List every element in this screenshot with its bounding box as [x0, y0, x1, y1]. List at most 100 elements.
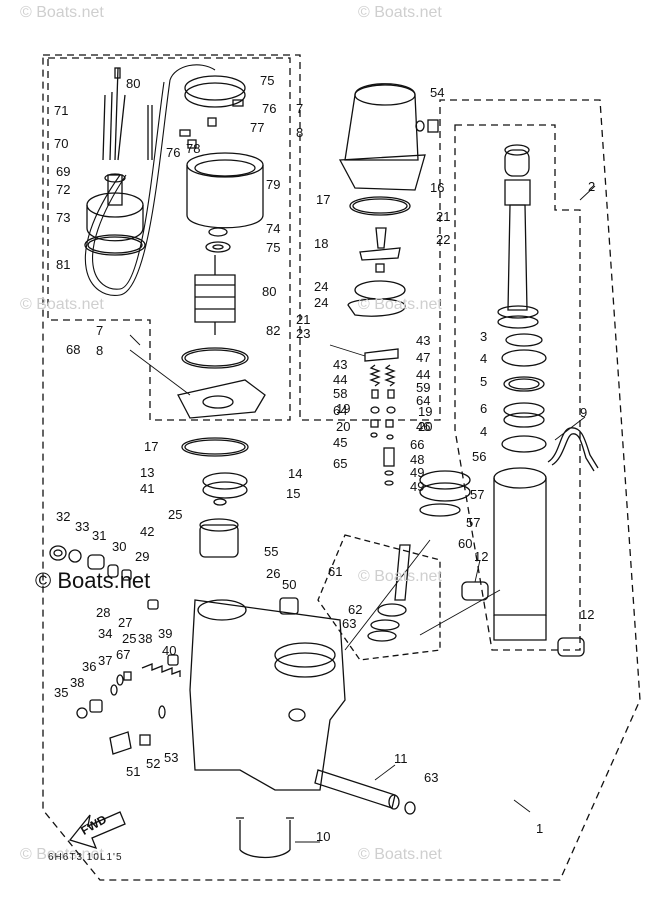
callout: 61: [328, 564, 343, 579]
callout: 26: [266, 566, 281, 581]
callout: 9: [580, 405, 588, 420]
callout: 11: [394, 751, 408, 766]
callout: 76: [166, 145, 181, 160]
callout: 5: [480, 374, 488, 389]
callout: 27: [118, 615, 133, 630]
callout: 57: [470, 487, 485, 502]
fwd-arrow: [68, 811, 126, 850]
callout: 43: [333, 357, 348, 372]
callout: 82: [266, 323, 281, 338]
callout: 72: [56, 182, 71, 197]
callout: 58: [333, 386, 348, 401]
callout: 18: [314, 236, 329, 251]
callout: 33: [75, 519, 90, 534]
callout: 77: [250, 120, 265, 135]
callout: 29: [135, 549, 150, 564]
callout: 41: [140, 481, 155, 496]
main-housing: [189, 599, 346, 791]
callout: 43: [416, 333, 431, 348]
callout: 24: [314, 279, 329, 294]
callout: 40: [162, 643, 177, 658]
motor-subassembly-boundary: [47, 57, 291, 421]
valve-springs: [369, 364, 396, 486]
callout: 32: [56, 509, 71, 524]
callout: 34: [98, 626, 113, 641]
callout: 6: [480, 401, 488, 416]
callout: 52: [146, 756, 161, 771]
callout: 13: [140, 465, 155, 480]
callout: 63: [424, 770, 439, 785]
wire-harness: [102, 67, 126, 161]
callout: 50: [282, 577, 297, 592]
callout: 30: [112, 539, 127, 554]
callout: 8: [296, 125, 304, 140]
callout: 12: [580, 607, 595, 622]
callout: 57: [466, 515, 481, 530]
watermark-bold: © Boats.net: [35, 568, 151, 593]
callout: 80: [262, 284, 277, 299]
callout: 2: [588, 179, 596, 194]
callout: 64: [416, 393, 431, 408]
callout: 16: [430, 180, 445, 195]
leader-lines: [129, 185, 596, 843]
callout: 46: [416, 419, 431, 434]
callout: 68: [66, 342, 81, 357]
callout: 28: [96, 605, 111, 620]
callout: 35: [54, 685, 69, 700]
watermark: © Boats.net: [20, 4, 104, 21]
callout: 47: [416, 350, 431, 365]
callout: 81: [56, 257, 71, 272]
callout: 60: [458, 536, 473, 551]
callout: 69: [56, 164, 71, 179]
callout: 36: [82, 659, 97, 674]
callout: 66: [410, 437, 425, 452]
callout: 53: [164, 750, 179, 765]
callout: 37: [98, 653, 113, 668]
callout: 17: [144, 439, 159, 454]
callout: 38: [70, 675, 85, 690]
callout: 59: [416, 380, 431, 395]
callout: 75: [260, 73, 275, 88]
callout: 51: [126, 764, 141, 779]
callout: 7: [96, 323, 104, 338]
watermark: © Boats.net: [358, 568, 442, 585]
callout: 31: [92, 528, 107, 543]
callout: 38: [138, 631, 153, 646]
watermark: © Boats.net: [358, 296, 442, 313]
callout: 20: [336, 419, 351, 434]
callout: 1: [536, 821, 544, 836]
callout: 49: [410, 479, 425, 494]
valve-boundary: [317, 534, 441, 661]
callout: 8: [96, 343, 104, 358]
callout: 62: [348, 602, 363, 617]
watermark: © Boats.net: [358, 846, 442, 863]
callout: 49: [410, 465, 425, 480]
callout: 70: [54, 136, 69, 151]
callout: 12: [474, 549, 489, 564]
callout: 25: [122, 631, 137, 646]
callout: 7: [296, 101, 304, 116]
callout: 39: [158, 626, 173, 641]
callout: 76: [262, 101, 277, 116]
tilt-cylinder-boundary: [454, 124, 581, 651]
callout: 44: [416, 367, 431, 382]
callout: 75: [266, 240, 281, 255]
callout: 78: [186, 141, 201, 156]
callout: 25: [168, 507, 183, 522]
callout: 19: [336, 401, 351, 416]
callout: 65: [333, 456, 348, 471]
callout: 14: [288, 466, 303, 481]
callout: 55: [264, 544, 279, 559]
callout: 56: [472, 449, 487, 464]
callout: 3: [480, 329, 488, 344]
callout: 24: [314, 295, 329, 310]
callout: 79: [266, 177, 281, 192]
callout: 71: [54, 103, 69, 118]
callout: 4: [480, 424, 488, 439]
callout: 67: [116, 647, 131, 662]
diagram-code: 6H6T3 10L1'5: [48, 852, 123, 863]
watermark: © Boats.net: [20, 846, 104, 863]
callout: 44: [333, 372, 348, 387]
